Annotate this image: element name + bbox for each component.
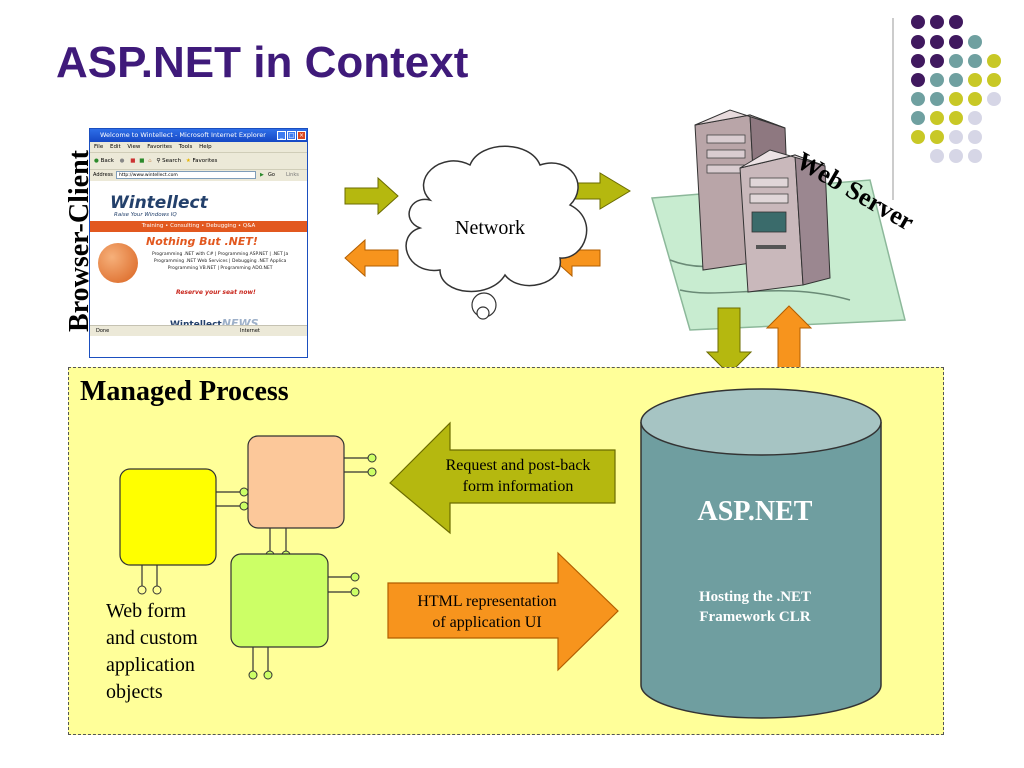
response-arrow [387,551,619,672]
application-objects [119,435,377,680]
browser-content: Wintellect Raise Your Windows IQ Trainin… [90,181,307,336]
status-done: Done [96,328,110,334]
promo-line: Programming .NET with C# | Programming A… [152,252,289,257]
maximize-icon: □ [287,131,296,140]
wintellect-logo: Wintellect [110,193,208,213]
network-cloud [405,145,588,320]
minimize-icon: _ [277,131,286,140]
browser-address-bar: Address http://www.wintellect.com ▶ Go L… [90,169,307,181]
dot-grid [911,15,1001,163]
web-server-graphic [651,109,906,331]
address-label: Address [93,172,113,178]
forward-icon: ● [119,158,125,164]
response-line: of application UI [432,614,542,631]
favorites-icon: ★ [185,158,191,164]
back-label: Back [100,158,114,164]
aspnet-title: ASP.NET [697,496,813,527]
address-input: http://www.wintellect.com [116,171,256,179]
object-box-peach [247,435,345,529]
aspnet-subtitle-line: Hosting the .NET [698,589,812,605]
links-label: Links [286,172,299,178]
promo-line: Programming .NET Web Services | Debuggin… [153,259,287,264]
browser-menubar: File Edit View Favorites Tools Help [90,142,307,152]
back-icon: ● [94,158,99,164]
object-box-green [230,553,329,648]
menu-favorites: Favorites [147,144,173,150]
reserve-text: Reserve your seat now! [176,289,256,296]
aspnet-subtitle: Hosting the .NET Framework CLR [645,587,865,627]
menu-file: File [94,144,104,150]
browser-toolbar: ● Back ● ■ ■ ⌂ ⚲ Search ★ Favorites [90,152,307,169]
caption-line: application [106,654,195,676]
close-icon: × [297,131,306,140]
request-arrow-label: Request and post-back form information [418,455,618,497]
arrow-aspnet-to-server [765,305,813,373]
object-box-yellow [119,468,217,566]
menu-view: View [127,144,141,150]
caption-line: and custom [106,627,198,649]
request-line: form information [462,478,574,495]
caption-line: objects [106,681,163,703]
status-internet: Internet [240,328,260,334]
browser-titlebar: Welcome to Wintellect - Microsoft Intern… [90,129,307,142]
menu-help: Help [199,144,212,150]
home-icon: ⌂ [148,158,152,164]
promo-line: Programming VB.NET | Programming ADO.NET [167,266,273,271]
arrow-browser-to-network [344,176,399,216]
response-arrow-label: HTML representation of application UI [394,591,580,633]
aspnet-subtitle-line: Framework CLR [699,609,811,625]
search-icon: ⚲ [156,158,161,164]
search-label: Search [162,158,182,164]
promo-headline: Nothing But .NET! [146,235,258,248]
stop-icon: ■ [130,158,136,164]
browser-window: Welcome to Wintellect - Microsoft Intern… [89,128,308,358]
managed-process-title: Managed Process [80,376,289,407]
promo-text: Programming .NET with C# | Programming A… [152,251,288,272]
favorites-label: Favorites [192,158,218,164]
go-label: Go [268,172,275,178]
refresh-icon: ■ [139,158,145,164]
page-title: ASP.NET in Context [56,38,469,87]
response-line: HTML representation [417,593,557,610]
basketball-image [98,243,138,283]
go-icon: ▶ [260,172,264,178]
request-line: Request and post-back [445,457,591,474]
aspnet-cylinder [640,388,882,719]
site-nav-bar: Training • Consulting • Debugging • Q&A [90,221,307,232]
caption-line: Web form [106,600,187,622]
menu-tools: Tools [178,144,193,150]
arrow-network-to-browser [344,238,399,278]
browser-status-bar: Done Internet [90,325,307,336]
request-arrow [389,421,616,535]
objects-caption: Web form and custom application objects [106,598,198,706]
wintellect-tagline: Raise Your Windows IQ [114,212,177,218]
network-label: Network [455,217,525,239]
browser-window-title: Welcome to Wintellect - Microsoft Intern… [100,131,266,139]
arrow-server-to-aspnet [705,307,753,375]
menu-edit: Edit [109,144,121,150]
